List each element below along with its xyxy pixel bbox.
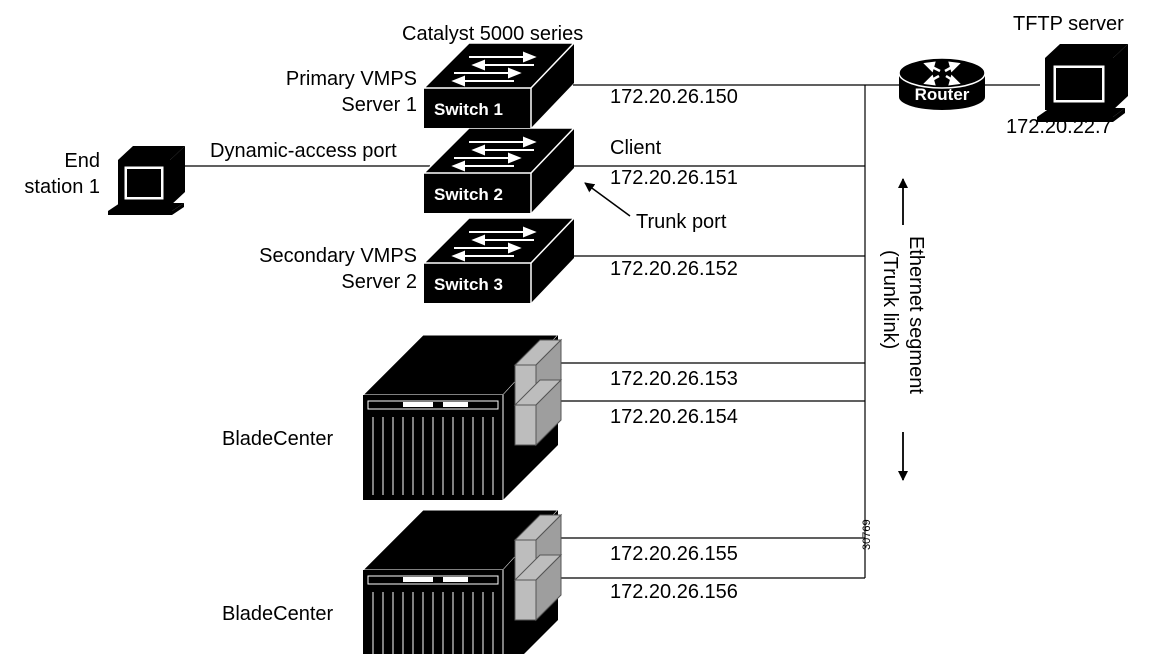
- catalyst-series-label: Catalyst 5000 series: [402, 23, 583, 45]
- switch3-role-line2: Server 2: [341, 271, 417, 293]
- trunk-link-label: (Trunk link): [879, 250, 901, 349]
- blade2-ip-a: 172.20.26.155: [610, 543, 738, 565]
- bladecenter-chassis-icon: [363, 510, 562, 654]
- blade2-ip-b: 172.20.26.156: [610, 581, 738, 603]
- bladecenter-chassis-icon: [363, 335, 562, 500]
- switch1-role-line1: Primary VMPS: [286, 68, 417, 90]
- bladecenter2-label: BladeCenter: [222, 603, 334, 625]
- switch2-name: Switch 2: [434, 185, 503, 204]
- workstation-icon: [1037, 44, 1128, 122]
- switch1-role-line2: Server 1: [341, 94, 417, 116]
- workstation-icon: [108, 146, 185, 215]
- switch3-name: Switch 3: [434, 275, 503, 294]
- blade1-ip-a: 172.20.26.153: [610, 368, 738, 390]
- router-label: Router: [915, 85, 970, 104]
- ethernet-segment-label: Ethernet segment: [905, 236, 927, 394]
- bladecenter1-label: BladeCenter: [222, 428, 334, 450]
- switch2-ip: 172.20.26.151: [610, 167, 738, 189]
- dynamic-access-port-label: Dynamic-access port: [210, 140, 397, 162]
- switch3-ip: 172.20.26.152: [610, 258, 738, 280]
- end-station-line2: station 1: [24, 176, 100, 198]
- switch1-name: Switch 1: [434, 100, 503, 119]
- blade1-ip-b: 172.20.26.154: [610, 406, 738, 428]
- switch1-ip: 172.20.26.150: [610, 86, 738, 108]
- trunk-port-pointer: [584, 182, 631, 217]
- end-station-line1: End: [64, 150, 100, 172]
- trunk-port-label: Trunk port: [636, 211, 727, 233]
- switch3-role-line1: Secondary VMPS: [259, 245, 417, 267]
- client-label: Client: [610, 137, 662, 159]
- figure-number: 30769: [861, 519, 873, 550]
- router-icon: [898, 57, 986, 110]
- tftp-server-label: TFTP server: [1013, 13, 1124, 35]
